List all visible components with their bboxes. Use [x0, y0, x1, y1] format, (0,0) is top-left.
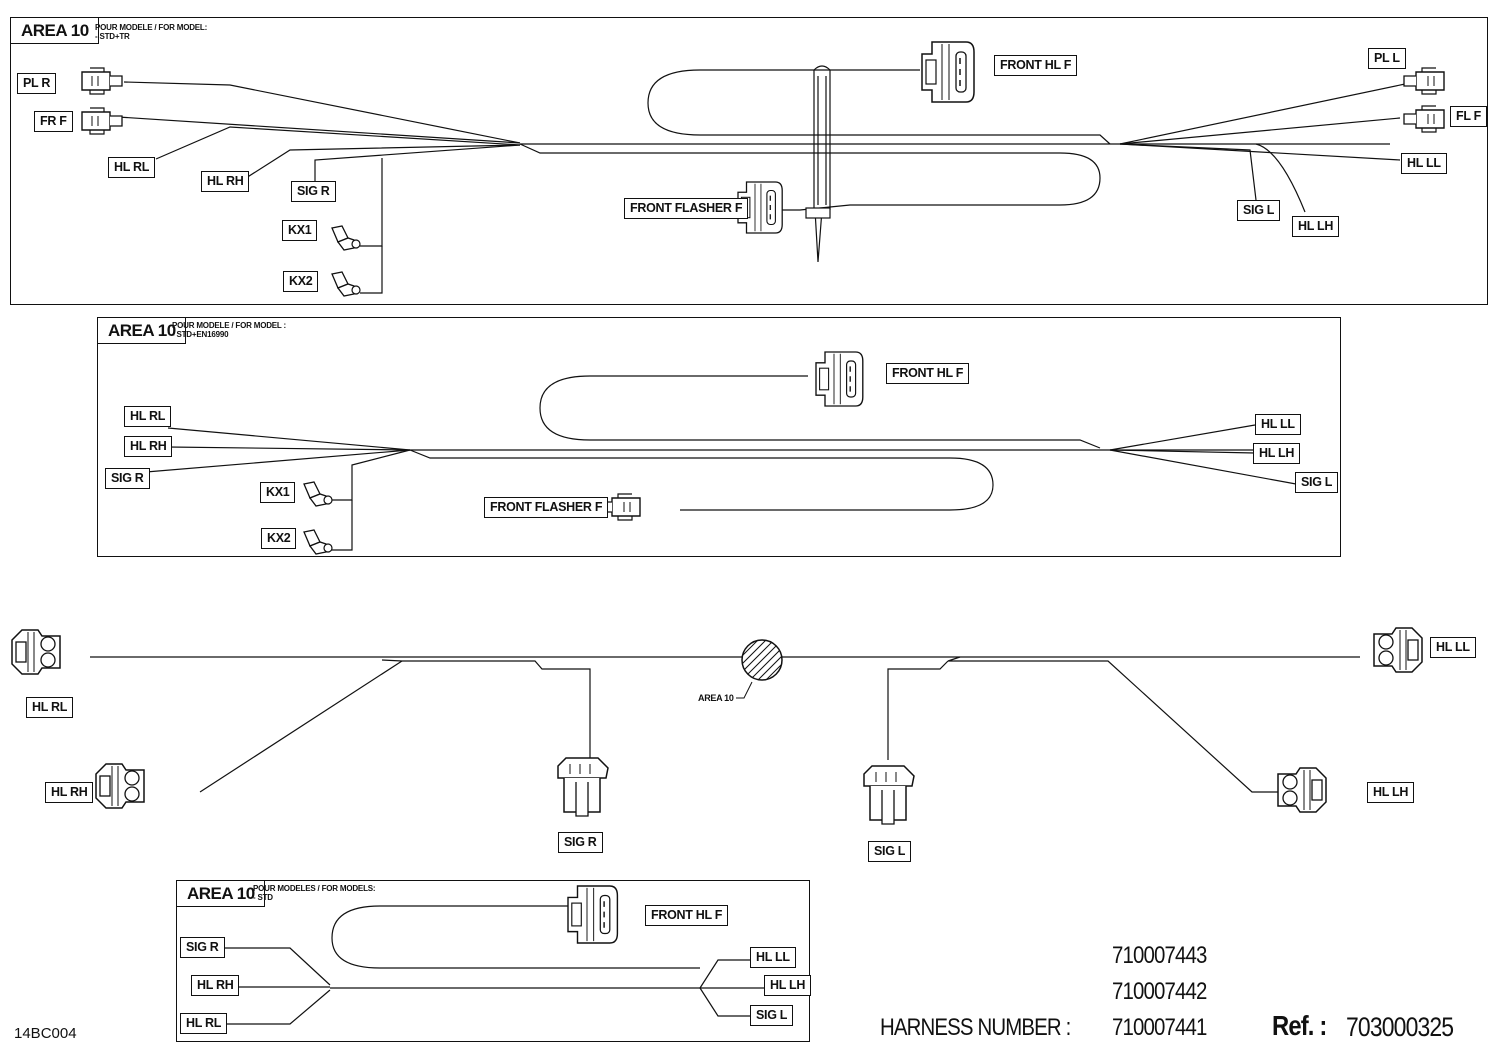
harness-number-2: 710007442 — [1112, 978, 1207, 1005]
label-hl-rl: HL RL — [108, 157, 156, 178]
model-note: POUR MODELE / FOR MODEL : - STD+EN16990 — [172, 321, 286, 339]
label-hl-ll: HL LL — [750, 947, 796, 968]
label-sig-l: SIG L — [1237, 200, 1281, 221]
label-kx2: KX2 — [283, 271, 319, 292]
label-kx1: KX1 — [260, 482, 296, 503]
label-hl-rl: HL RL — [180, 1013, 228, 1034]
label-hl-lh: HL LH — [764, 975, 812, 996]
label-sig-l: SIG L — [1295, 472, 1339, 493]
area-10-marker-label: AREA 10 — [698, 693, 734, 703]
label-front-flasher-f: FRONT FLASHER F — [484, 497, 609, 518]
label-hl-rh: HL RH — [124, 436, 173, 457]
label-hl-lh: HL LH — [1292, 216, 1340, 237]
area-panel-std-tr: AREA 10 POUR MODELE / FOR MODEL: - STD+T… — [10, 17, 1488, 305]
label-hl-ll: HL LL — [1255, 414, 1301, 435]
label-hl-rh: HL RH — [201, 171, 250, 192]
label-hl-rh: HL RH — [45, 782, 94, 803]
label-pl-l: PL L — [1368, 48, 1406, 69]
area-10-marker-circle — [736, 639, 783, 699]
area-tag: AREA 10 — [11, 18, 99, 44]
area-panel-std: AREA 10 POUR MODELES / FOR MODELS: - STD — [176, 880, 810, 1042]
label-sig-r: SIG R — [105, 468, 150, 489]
label-sig-r: SIG R — [291, 181, 336, 202]
label-front-hl-f: FRONT HL F — [645, 905, 729, 926]
harness-number-3: 710007441 — [1112, 1014, 1207, 1041]
label-hl-rl: HL RL — [124, 406, 172, 427]
label-hl-lh: HL LH — [1367, 782, 1415, 803]
label-sig-l: SIG L — [868, 841, 912, 862]
area-tag: AREA 10 — [98, 318, 186, 344]
harness-number-label: HARNESS NUMBER : — [880, 1014, 1071, 1041]
label-hl-ll: HL LL — [1430, 637, 1476, 658]
label-sig-r: SIG R — [180, 937, 225, 958]
label-front-hl-f: FRONT HL F — [994, 55, 1078, 76]
model-note: POUR MODELE / FOR MODEL: - STD+TR — [95, 23, 208, 41]
ref-value: 703000325 — [1346, 1012, 1454, 1042]
label-front-hl-f: FRONT HL F — [886, 363, 970, 384]
label-front-flasher-f: FRONT FLASHER F — [624, 198, 749, 219]
label-kx2: KX2 — [261, 528, 297, 549]
model-note: POUR MODELES / FOR MODELS: - STD — [253, 884, 376, 902]
label-pl-r: PL R — [17, 73, 57, 94]
label-sig-r: SIG R — [558, 832, 603, 853]
area-panel-std-en16990: AREA 10 POUR MODELE / FOR MODEL : - STD+… — [97, 317, 1341, 557]
label-sig-l: SIG L — [750, 1005, 794, 1026]
label-fr-f: FR F — [34, 111, 73, 132]
drawing-code: 14BC004 — [14, 1025, 77, 1042]
label-hl-lh: HL LH — [1253, 443, 1301, 464]
label-hl-rl: HL RL — [26, 697, 74, 718]
label-hl-rh: HL RH — [191, 975, 240, 996]
harness-number-1: 710007443 — [1112, 942, 1207, 969]
label-fl-f: FL F — [1450, 106, 1487, 127]
label-hl-ll: HL LL — [1401, 153, 1447, 174]
label-kx1: KX1 — [282, 220, 318, 241]
area-tag: AREA 10 — [177, 881, 265, 907]
ref-label: Ref. : — [1272, 1010, 1327, 1041]
